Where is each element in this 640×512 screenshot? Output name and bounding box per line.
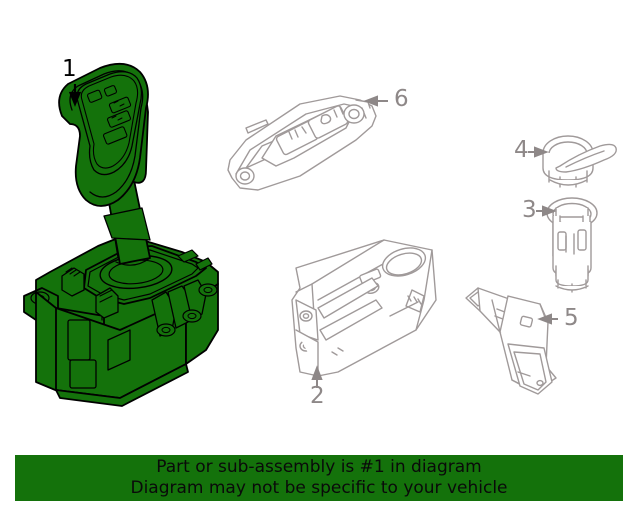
notice-banner: Part or sub-assembly is #1 in diagram Di…: [15, 455, 623, 501]
leader-2: [311, 365, 323, 388]
callout-label-6[interactable]: 6: [394, 86, 409, 112]
leader-1: [68, 84, 82, 107]
callout-label-2[interactable]: 2: [310, 383, 325, 409]
callout-label-3[interactable]: 3: [522, 197, 537, 223]
leader-6: [363, 95, 388, 107]
callout-label-5[interactable]: 5: [564, 305, 579, 331]
leader-5: [537, 313, 558, 325]
callout-label-4[interactable]: 4: [514, 137, 529, 163]
leader-3: [536, 205, 557, 217]
notice-line-2: Diagram may not be specific to your vehi…: [130, 478, 508, 498]
notice-line-1: Part or sub-assembly is #1 in diagram: [156, 457, 482, 477]
callout-label-1[interactable]: 1: [62, 56, 77, 82]
leader-4: [528, 146, 549, 158]
